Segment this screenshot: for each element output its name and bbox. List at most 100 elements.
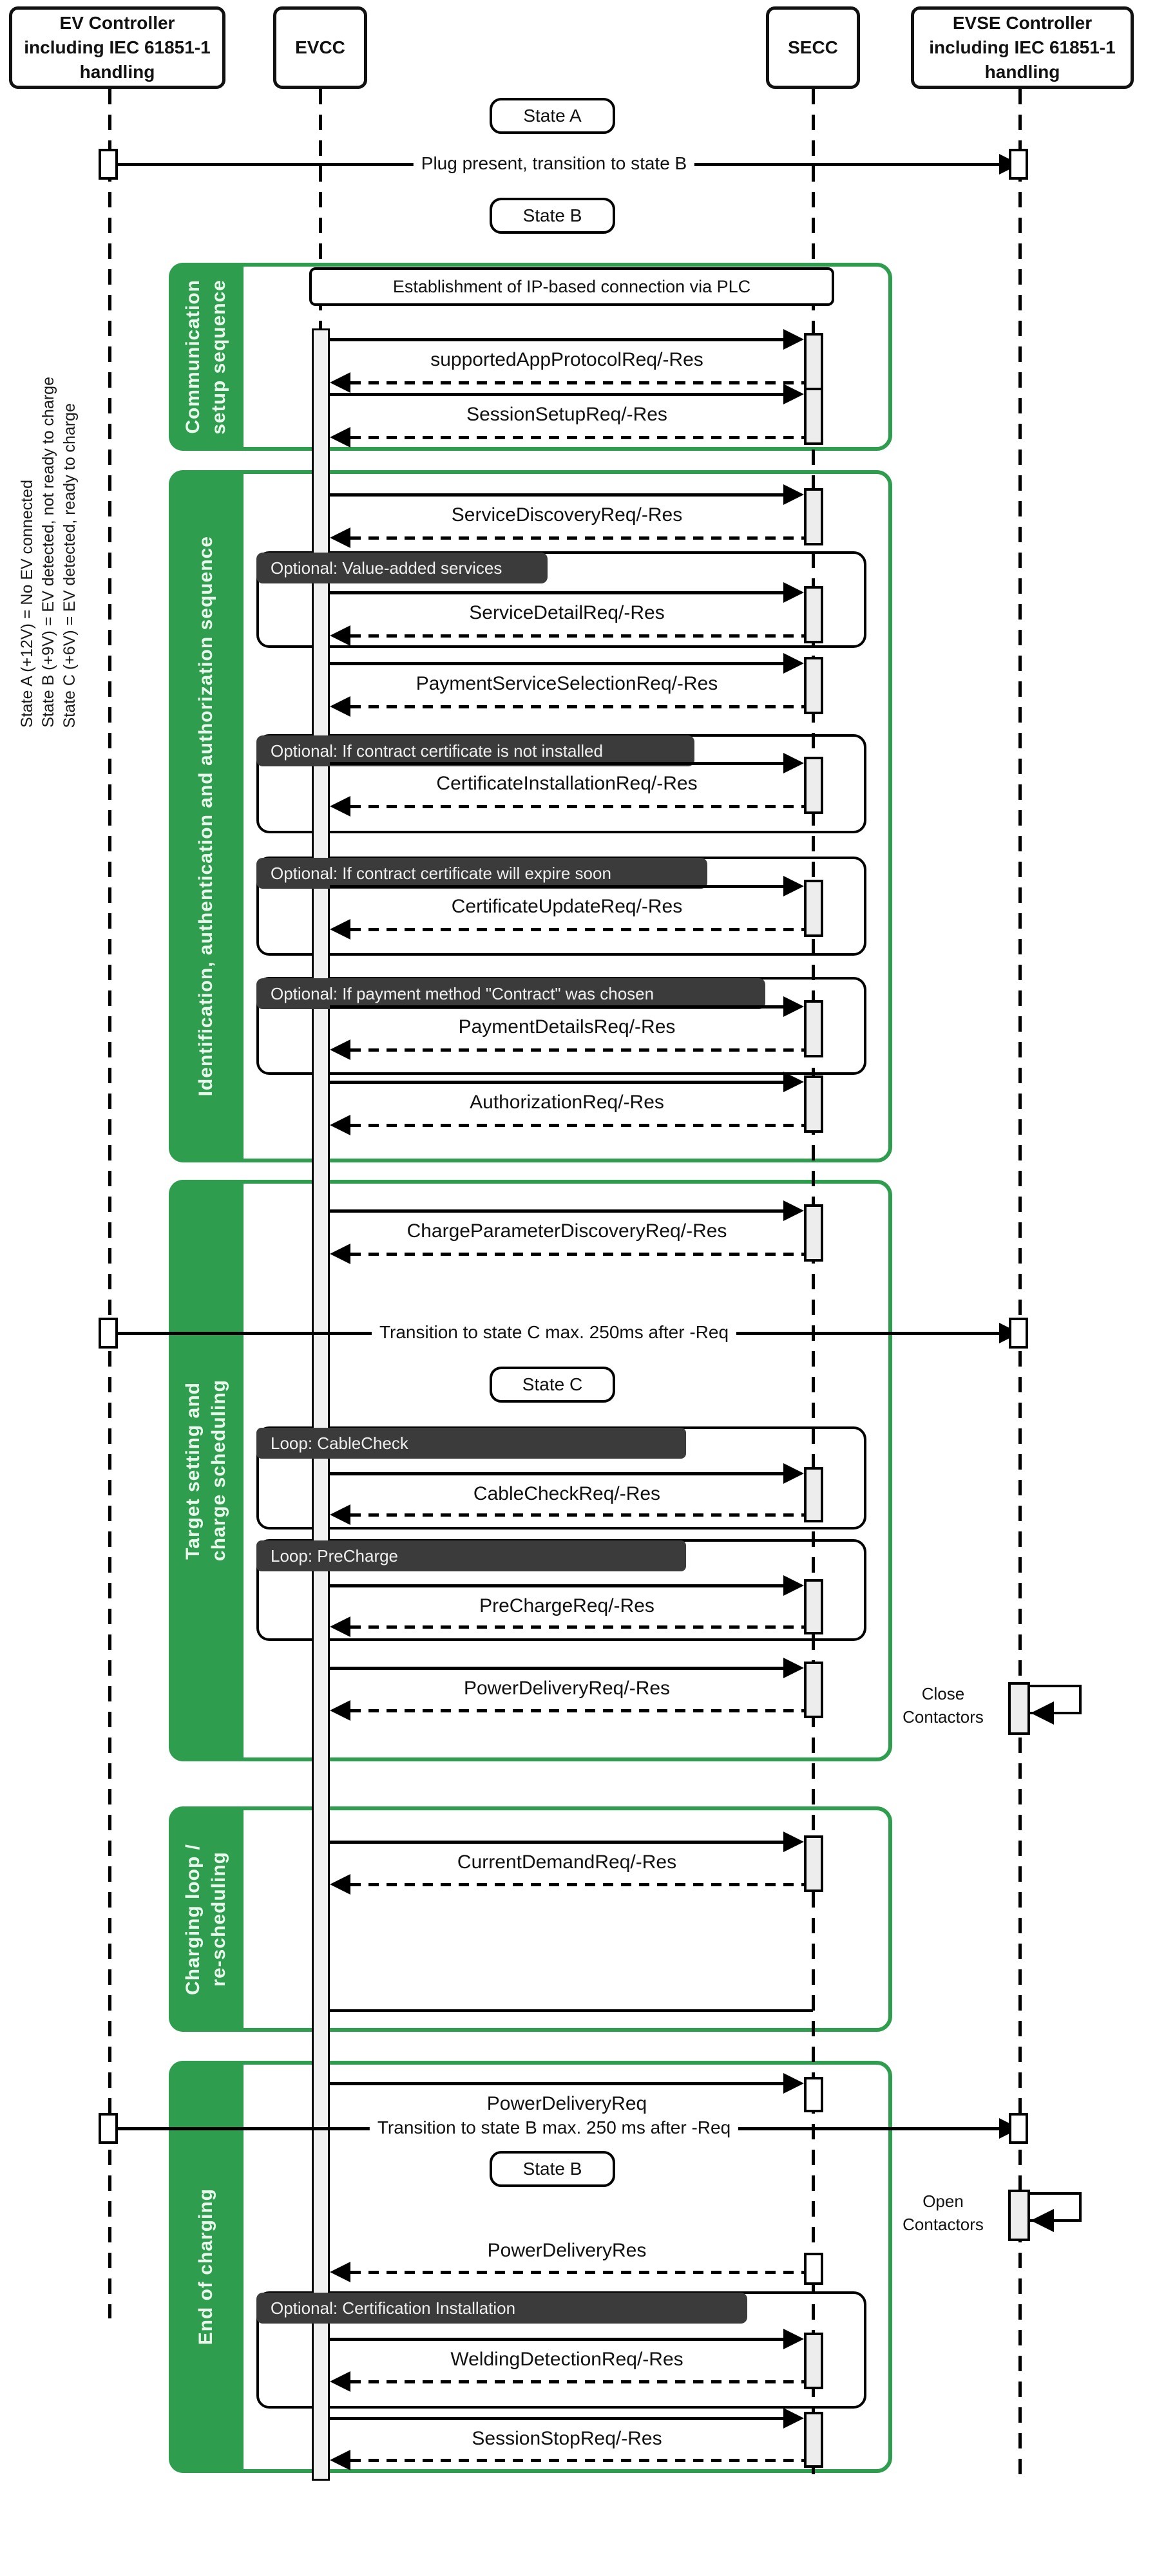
optional-badge: Optional: If payment method "Contract" w… bbox=[256, 978, 765, 1009]
secc-activation bbox=[804, 880, 823, 937]
service-discovery-req-arrow bbox=[330, 484, 804, 505]
message-label: SessionStopReq/-Res bbox=[472, 2428, 662, 2449]
participant-evse-controller: EVSE Controller including IEC 61851-1 ha… bbox=[911, 6, 1134, 89]
current-demand-res-arrow bbox=[330, 1874, 804, 1895]
lifeline-secc bbox=[812, 89, 815, 2481]
cable-check-req-arrow bbox=[330, 1463, 804, 1484]
legend-state-a: State A (+12V) = No EV connected bbox=[18, 480, 36, 728]
secc-activation bbox=[804, 1579, 823, 1634]
block-title: charge scheduling bbox=[208, 1379, 229, 1562]
service-discovery-res-arrow bbox=[330, 527, 804, 548]
optional-box-value-added bbox=[256, 551, 866, 648]
block-communication-setup-sidebar: Communication setup sequence bbox=[169, 263, 244, 451]
block-title: Identification, authentication and autho… bbox=[195, 536, 216, 1097]
block-end-of-charging-sidebar: End of charging bbox=[169, 2061, 244, 2473]
optional-badge: Optional: If contract certificate is not… bbox=[256, 735, 694, 766]
secc-activation bbox=[804, 1662, 823, 1718]
block-title: End of charging bbox=[195, 2188, 216, 2345]
close-contactors-arrowhead bbox=[1031, 1701, 1054, 1725]
power-delivery-res2-arrow bbox=[330, 2262, 804, 2282]
supported-app-res-arrow bbox=[330, 372, 804, 393]
plug-endpoint-evse bbox=[1009, 149, 1028, 180]
message-label: ServiceDiscoveryReq/-Res bbox=[451, 504, 683, 526]
lifeline-evse-controller bbox=[1018, 89, 1022, 2485]
transition-c-endpoint-evse bbox=[1009, 1318, 1028, 1349]
message-label: WeldingDetectionReq/-Res bbox=[450, 2349, 683, 2370]
message-label: PowerDeliveryReq bbox=[486, 2093, 647, 2114]
message-label: ChargeParameterDiscoveryReq/-Res bbox=[406, 1220, 727, 1242]
charge-param-res-arrow bbox=[330, 1244, 804, 1264]
block-charging-loop-sidebar: Charging loop / re-scheduling bbox=[169, 1806, 244, 2032]
transition-b-endpoint-evse bbox=[1009, 2113, 1028, 2144]
message-label: ServiceDetailReq/-Res bbox=[469, 602, 665, 623]
message-label: AuthorizationReq/-Res bbox=[470, 1092, 664, 1113]
transition-b-label: Transition to state B max. 250 ms after … bbox=[369, 2116, 739, 2139]
secc-activation bbox=[804, 586, 823, 643]
message-label: CurrentDemandReq/-Res bbox=[457, 1852, 677, 1873]
payment-details-res-arrow bbox=[330, 1039, 804, 1060]
secc-activation bbox=[804, 333, 823, 390]
welding-detection-res-arrow bbox=[330, 2371, 804, 2392]
secc-activation bbox=[804, 2412, 823, 2468]
block-title: Communication bbox=[182, 279, 204, 434]
message-label: PaymentServiceSelectionReq/-Res bbox=[416, 673, 718, 694]
secc-activation bbox=[804, 388, 823, 445]
secc-activation bbox=[804, 757, 823, 814]
close-contactors-label: Close Contactors bbox=[903, 1684, 984, 1727]
plug-present-label: Plug present, transition to state B bbox=[413, 152, 695, 175]
transition-b-endpoint-ev bbox=[99, 2113, 118, 2144]
participant-evcc: EVCC bbox=[273, 6, 367, 89]
evse-contactor-activation bbox=[1008, 1682, 1030, 1735]
session-setup-req-arrow bbox=[330, 384, 804, 404]
block-title: Target setting and bbox=[182, 1381, 204, 1560]
loop-badge: Loop: PreCharge bbox=[256, 1540, 686, 1571]
charging-loop-bottom-line bbox=[330, 2009, 813, 2012]
cert-installation-res-arrow bbox=[330, 796, 804, 817]
supported-app-req-arrow bbox=[330, 329, 804, 350]
session-stop-res-arrow bbox=[330, 2450, 804, 2470]
state-b-box: State B bbox=[490, 198, 615, 234]
power-delivery-req2-arrow bbox=[330, 2073, 804, 2094]
cert-installation-req-arrow bbox=[330, 753, 804, 773]
open-contactors-arrowhead bbox=[1031, 2209, 1054, 2232]
optional-badge: Optional: If contract certificate will e… bbox=[256, 858, 707, 889]
secc-activation bbox=[804, 488, 823, 545]
message-label: CertificateUpdateReq/-Res bbox=[451, 896, 683, 917]
open-contactors-label: Open Contactors bbox=[903, 2192, 984, 2235]
cert-update-res-arrow bbox=[330, 919, 804, 940]
pre-charge-res-arrow bbox=[330, 1616, 804, 1637]
message-label: PowerDeliveryReq/-Res bbox=[463, 1678, 671, 1699]
evcc-activation-bar bbox=[312, 328, 330, 2481]
transition-c-endpoint-ev bbox=[99, 1318, 118, 1349]
welding-detection-req-arrow bbox=[330, 2329, 804, 2349]
secc-activation bbox=[804, 1000, 823, 1057]
state-a-box: State A bbox=[490, 98, 615, 134]
service-detail-req-arrow bbox=[330, 582, 804, 603]
evse-contactor-activation bbox=[1008, 2190, 1030, 2241]
message-label: PowerDeliveryRes bbox=[487, 2240, 647, 2261]
participant-secc: SECC bbox=[766, 6, 860, 89]
message-label: PreChargeReq/-Res bbox=[479, 1595, 654, 1616]
lifeline-ev-controller bbox=[108, 89, 111, 2318]
legend-state-c: State C (+6V) = EV detected, ready to ch… bbox=[61, 402, 79, 728]
block-title: re-scheduling bbox=[208, 1852, 229, 1987]
block-title: setup sequence bbox=[208, 279, 229, 435]
legend-state-b: State B (+9V) = EV detected, not ready t… bbox=[39, 377, 57, 728]
message-label: CertificateInstallationReq/-Res bbox=[436, 773, 698, 794]
plug-endpoint-ev bbox=[99, 149, 118, 180]
secc-activation bbox=[804, 1075, 823, 1133]
payment-service-req-arrow bbox=[330, 653, 804, 674]
secc-activation bbox=[804, 657, 823, 714]
secc-activation bbox=[804, 1204, 823, 1262]
state-b2-box: State B bbox=[490, 2151, 615, 2187]
transition-c-label: Transition to state C max. 250ms after -… bbox=[371, 1321, 737, 1344]
cable-check-res-arrow bbox=[330, 1504, 804, 1525]
state-c-box: State C bbox=[490, 1367, 615, 1403]
message-label: PaymentDetailsReq/-Res bbox=[458, 1016, 676, 1037]
current-demand-req-arrow bbox=[330, 1832, 804, 1852]
secc-activation bbox=[804, 1835, 823, 1892]
charge-param-req-arrow bbox=[330, 1200, 804, 1221]
power-delivery-req-arrow bbox=[330, 1658, 804, 1678]
optional-badge: Optional: Certification Installation bbox=[256, 2293, 747, 2324]
